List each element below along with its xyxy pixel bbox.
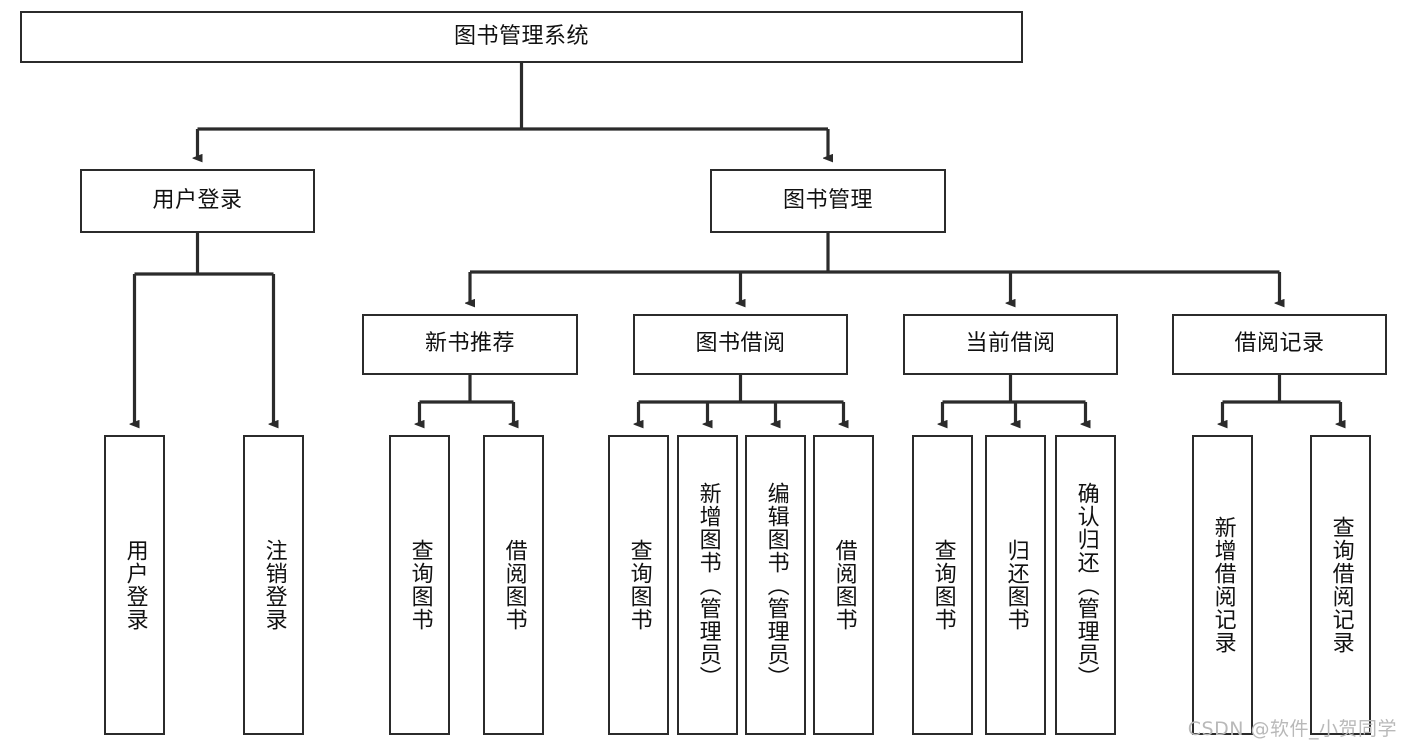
node-leaf-user-logout[interactable]: 注销登录 [243, 435, 304, 735]
node-leaf-borrow-book[interactable]: 借阅图书 [813, 435, 874, 735]
node-leaf-edit-book-admin[interactable]: 编辑图书（管理员） [745, 435, 806, 735]
node-leaf-add-book-admin[interactable]: 新增图书（管理员） [677, 435, 738, 735]
node-leaf-query-book-rec[interactable]: 查询图书 [389, 435, 450, 735]
node-new-book-rec-label: 新书推荐 [424, 331, 515, 357]
node-leaf-borrow-book-rec-label: 借阅图书 [501, 539, 527, 631]
node-leaf-confirm-return-admin[interactable]: 确认归还（管理员） [1055, 435, 1116, 735]
node-leaf-edit-book-admin-label: 编辑图书（管理员） [763, 481, 789, 689]
node-book-manage[interactable]: 图书管理 [710, 169, 946, 233]
node-leaf-query-book-borrow[interactable]: 查询图书 [608, 435, 669, 735]
node-root-label: 图书管理系统 [453, 23, 589, 49]
watermark-credit: CSDN @软件_小贺同学 [1187, 718, 1397, 740]
edge-group-current-borrow [943, 375, 1086, 424]
node-leaf-query-book-borrow-label: 查询图书 [626, 539, 652, 631]
node-leaf-add-borrow-record[interactable]: 新增借阅记录 [1192, 435, 1253, 735]
node-user-login-label: 用户登录 [152, 187, 243, 213]
node-leaf-query-borrow-record-label: 查询借阅记录 [1328, 516, 1354, 654]
node-leaf-add-book-admin-label: 新增图书（管理员） [695, 481, 721, 689]
node-leaf-user-logout-label: 注销登录 [261, 539, 287, 631]
node-leaf-user-login[interactable]: 用户登录 [104, 435, 165, 735]
node-current-borrow[interactable]: 当前借阅 [903, 314, 1118, 375]
edge-group-new-book-rec [420, 375, 514, 424]
node-leaf-query-borrow-record[interactable]: 查询借阅记录 [1310, 435, 1371, 735]
edge-group-root [198, 63, 829, 158]
node-leaf-add-borrow-record-label: 新增借阅记录 [1210, 516, 1236, 654]
node-book-manage-label: 图书管理 [782, 187, 873, 213]
edge-group-book-manage [470, 233, 1280, 303]
node-book-borrow[interactable]: 图书借阅 [633, 314, 848, 375]
node-book-borrow-label: 图书借阅 [695, 331, 786, 357]
node-user-login[interactable]: 用户登录 [80, 169, 315, 233]
edge-group-borrow-record [1223, 375, 1341, 424]
node-new-book-rec[interactable]: 新书推荐 [362, 314, 578, 375]
node-leaf-query-book-cur-label: 查询图书 [930, 539, 956, 631]
node-current-borrow-label: 当前借阅 [965, 331, 1056, 357]
node-leaf-return-book-label: 归还图书 [1003, 539, 1029, 631]
node-borrow-record[interactable]: 借阅记录 [1172, 314, 1387, 375]
node-leaf-user-login-label: 用户登录 [122, 539, 148, 631]
node-borrow-record-label: 借阅记录 [1234, 331, 1325, 357]
node-leaf-query-book-rec-label: 查询图书 [407, 539, 433, 631]
node-leaf-return-book[interactable]: 归还图书 [985, 435, 1046, 735]
node-leaf-confirm-return-admin-label: 确认归还（管理员） [1073, 481, 1099, 689]
edge-group-book-borrow [639, 375, 844, 424]
node-leaf-borrow-book-label: 借阅图书 [831, 539, 857, 631]
node-root[interactable]: 图书管理系统 [20, 11, 1023, 63]
node-leaf-borrow-book-rec[interactable]: 借阅图书 [483, 435, 544, 735]
edge-group-user-login [135, 233, 274, 424]
node-leaf-query-book-cur[interactable]: 查询图书 [912, 435, 973, 735]
